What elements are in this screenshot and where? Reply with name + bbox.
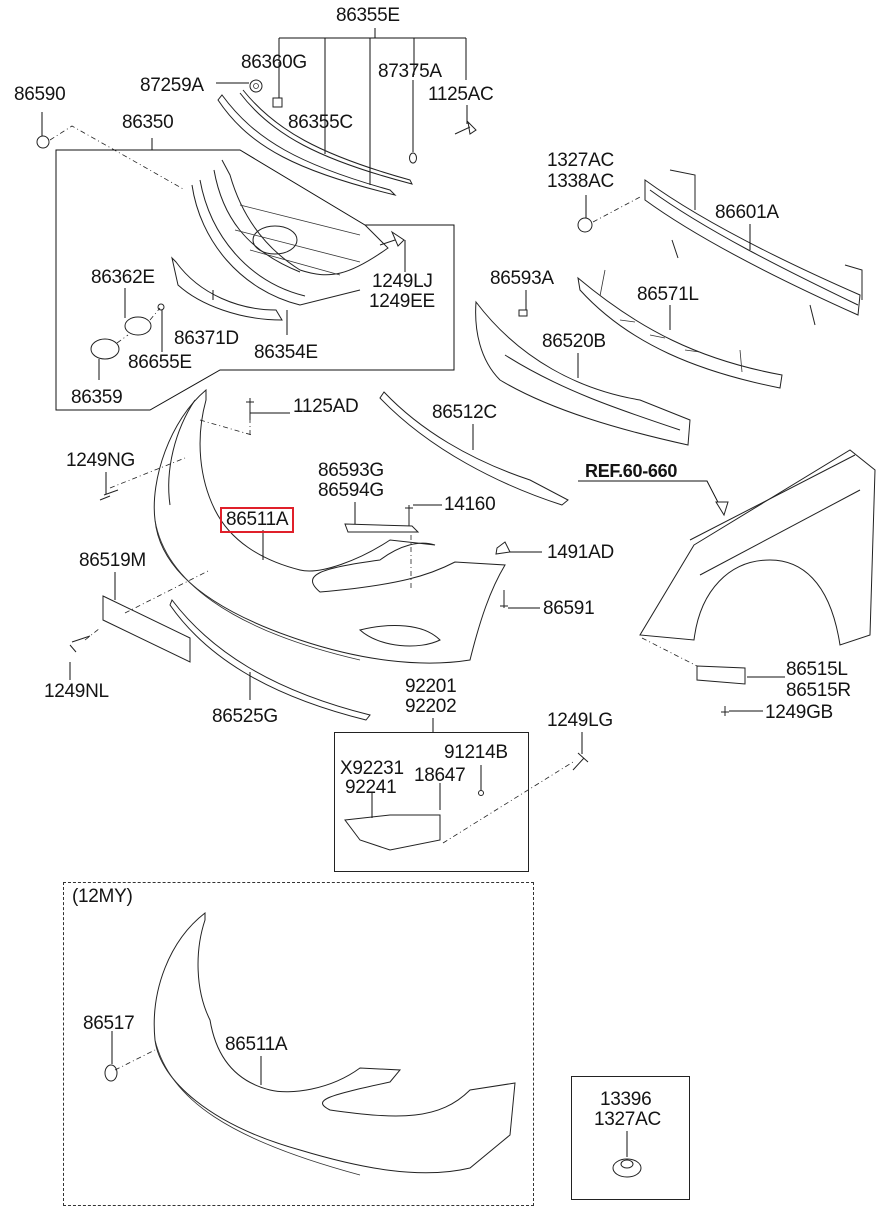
part-label-86359[interactable]: 86359	[71, 387, 123, 408]
part-label-86354E[interactable]: 86354E	[254, 342, 318, 363]
part-label-86520B[interactable]: 86520B	[542, 331, 606, 352]
bumper-beam-86601A	[577, 169, 863, 326]
part-label-1327AC[interactable]: 1327AC	[547, 150, 614, 171]
part-label-86512C[interactable]: 86512C	[432, 402, 497, 423]
nut-group-box	[571, 1076, 690, 1200]
part-label-86590[interactable]: 86590	[14, 84, 66, 105]
license-bracket-86519M	[69, 569, 211, 680]
part-label-1249GB[interactable]: 1249GB	[765, 702, 833, 723]
part-label-86655E[interactable]: 86655E	[128, 352, 192, 373]
part-label-18647[interactable]: 18647	[414, 765, 466, 786]
part-label-86571L[interactable]: 86571L	[637, 284, 699, 305]
part-label-1491AD[interactable]: 1491AD	[547, 542, 614, 563]
part-label-86517[interactable]: 86517	[83, 1013, 135, 1034]
fender-ref-60-660	[578, 449, 876, 716]
part-label-86350[interactable]: 86350	[122, 112, 174, 133]
part-label-87375A[interactable]: 87375A	[378, 61, 442, 82]
part-label-1125AD[interactable]: 1125AD	[293, 396, 359, 417]
emblems	[90, 288, 165, 380]
small-fasteners-top	[36, 62, 477, 191]
part-label-86515R[interactable]: 86515R	[786, 680, 851, 701]
fog-lamp-assembly	[344, 718, 589, 851]
part-label-1327AC-nut[interactable]: 1327AC	[594, 1109, 661, 1130]
part-label-13396[interactable]: 13396	[600, 1089, 652, 1110]
variant-label-12my: (12MY)	[72, 886, 133, 907]
part-label-86593G[interactable]: 86593G	[318, 460, 384, 481]
lower-strip-86512C	[379, 391, 569, 506]
part-label-86515L[interactable]: 86515L	[786, 659, 848, 680]
grille-drawing	[171, 159, 406, 335]
part-label-1249NG[interactable]: 1249NG	[66, 450, 135, 471]
part-label-86593A[interactable]: 86593A	[490, 268, 554, 289]
part-label-86525G[interactable]: 86525G	[212, 706, 278, 727]
part-label-1249LG[interactable]: 1249LG	[547, 710, 613, 731]
fog-lamp-group-box	[334, 732, 529, 872]
part-label-14160[interactable]: 14160	[444, 494, 496, 515]
side-bracket-parts	[344, 502, 542, 609]
grille-assembly-box	[55, 138, 455, 411]
part-label-X92231[interactable]: X92231	[340, 758, 404, 779]
part-label-86371D[interactable]: 86371D	[174, 328, 239, 349]
lower-molding-86525G	[169, 598, 371, 721]
leader-86355E	[278, 28, 467, 185]
part-label-87259A[interactable]: 87259A	[140, 75, 204, 96]
energy-absorber-86571L	[577, 269, 783, 389]
bumper-12my-drawing	[104, 911, 516, 1176]
part-label-86591[interactable]: 86591	[543, 598, 595, 619]
part-label-86519M[interactable]: 86519M	[79, 550, 146, 571]
part-label-91214B[interactable]: 91214B	[444, 742, 508, 763]
part-label-92241[interactable]: 92241	[345, 777, 397, 798]
part-label-86511A-12my[interactable]: 86511A	[225, 1034, 288, 1055]
nut-13396	[612, 1131, 642, 1178]
part-label-86362E[interactable]: 86362E	[91, 267, 155, 288]
part-label-86594G[interactable]: 86594G	[318, 480, 384, 501]
part-label-92201[interactable]: 92201	[405, 676, 457, 697]
part-label-92202[interactable]: 92202	[405, 696, 457, 717]
12my-variant-box	[63, 882, 534, 1206]
part-label-1338AC[interactable]: 1338AC	[547, 171, 614, 192]
part-label-86355E[interactable]: 86355E	[336, 5, 400, 26]
part-label-1125AC[interactable]: 1125AC	[428, 84, 494, 105]
part-label-86511A-highlighted[interactable]: 86511A	[219, 507, 295, 533]
part-label-1249NL[interactable]: 1249NL	[44, 681, 109, 702]
front-bumper-cover-86511A	[99, 388, 506, 664]
part-label-86355C[interactable]: 86355C	[288, 112, 353, 133]
foam-absorber-86520B	[475, 290, 691, 446]
part-label-1249EE[interactable]: 1249EE	[369, 291, 435, 312]
part-label-86601A[interactable]: 86601A	[715, 202, 779, 223]
part-label-1249LJ[interactable]: 1249LJ	[372, 271, 433, 292]
part-label-86360G[interactable]: 86360G	[241, 52, 307, 73]
upper-molding-strips	[217, 89, 413, 196]
ref-label-60-660[interactable]: REF.60-660	[585, 461, 678, 481]
